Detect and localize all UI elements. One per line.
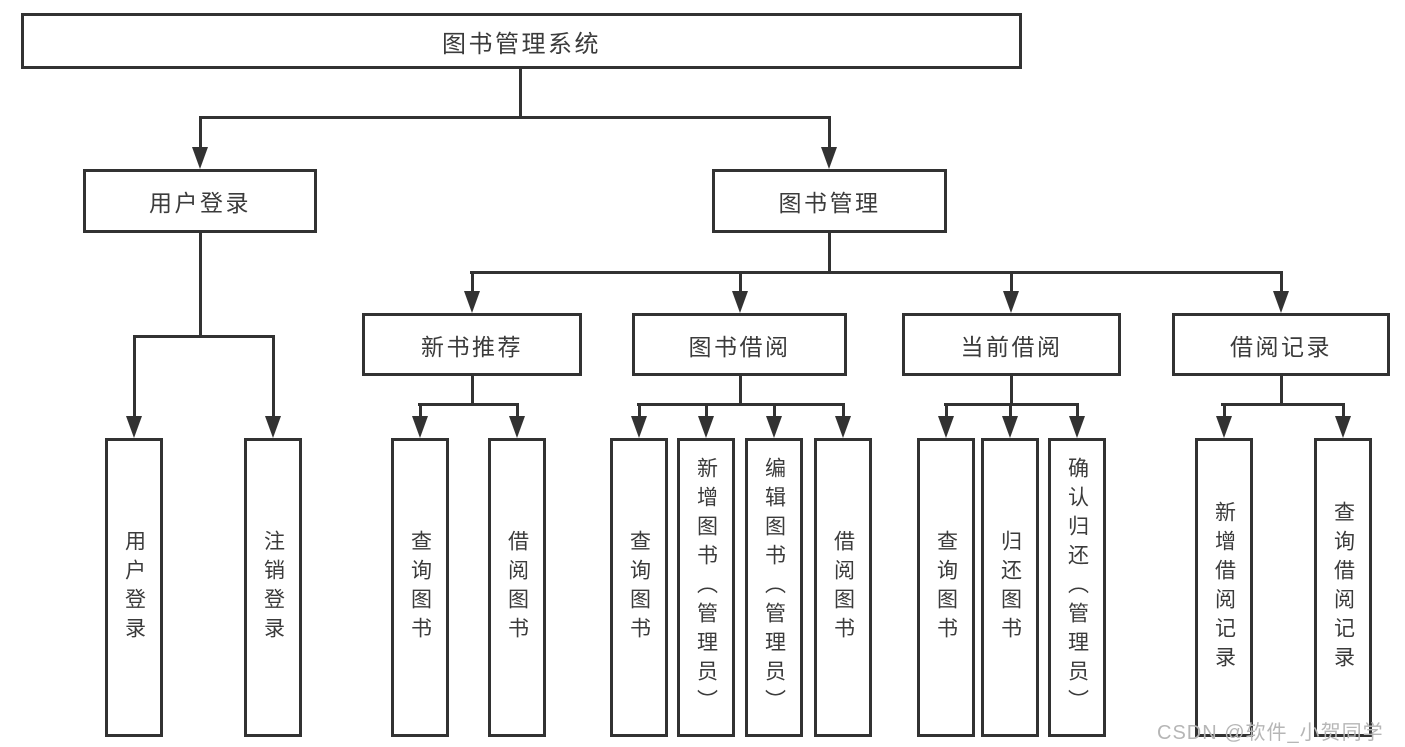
connector-line [944,403,948,416]
connector-line [738,271,742,291]
arrowhead [192,147,208,169]
leaf-borrow-books-borrowing: 借阅图书 [814,438,872,737]
node-current-borrowing-label: 当前借阅 [960,333,1063,360]
node-user-login-label: 用户登录 [149,190,251,216]
leaf-add-borrow-record: 新增借阅记录 [1195,438,1253,737]
connector-line [1341,403,1345,416]
node-new-book-recommend: 新书推荐 [362,313,582,376]
connector-line [133,335,275,338]
arrowhead [1068,416,1085,438]
connector-line [841,403,845,416]
leaf-borrow-books-recommend: 借阅图书 [488,438,546,737]
connector-line [1279,271,1283,291]
connector-line [199,116,831,119]
leaf-logout-login: 注销登录 [244,438,302,737]
connector-line [519,69,522,116]
connector-line [199,233,202,335]
node-book-borrowing-label: 图书借阅 [688,333,791,360]
arrowhead [125,416,142,438]
connector-line [738,376,742,403]
connector-line [1075,403,1079,416]
leaf-query-books-current: 查询图书 [917,438,975,737]
leaf-borrow-books-recommend-label: 借阅图书 [505,529,529,646]
leaf-query-books-borrowing-label: 查询图书 [627,529,651,646]
arrowhead [1002,291,1019,313]
leaf-logout-login-label: 注销登录 [261,529,285,646]
arrowhead [411,416,428,438]
leaf-edit-books-admin-label: 编辑图书（管理员） [762,457,786,718]
arrowhead [765,416,782,438]
node-new-book-recommend-label: 新书推荐 [421,333,523,360]
arrowhead [697,416,714,438]
node-current-borrowing: 当前借阅 [902,313,1121,376]
leaf-borrow-books-borrowing-label: 借阅图书 [831,529,855,646]
leaf-query-borrow-record: 查询借阅记录 [1314,438,1372,737]
node-book-borrowing: 图书借阅 [632,313,847,376]
connector-line [1279,376,1283,403]
connector-line [418,403,422,416]
watermark: CSDN @软件_小贺同学 [1157,722,1384,744]
leaf-query-books-borrowing: 查询图书 [610,438,668,737]
leaf-confirm-return-admin-label: 确认归还（管理员） [1065,457,1089,718]
connector-line [637,403,641,416]
leaf-add-books-admin-label: 新增图书（管理员） [694,457,718,718]
arrowhead [821,147,837,169]
node-borrowing-records-label: 借阅记录 [1230,333,1332,360]
arrowhead [463,291,480,313]
leaf-return-books-label: 归还图书 [998,529,1022,646]
leaf-user-login: 用户登录 [105,438,163,737]
arrowhead [1272,291,1289,313]
connector-line [828,233,831,271]
arrowhead [731,291,748,313]
connector-line [637,403,845,406]
connector-line [1009,376,1013,403]
connector-line [1009,271,1013,291]
connector-line [828,116,831,147]
connector-line [470,271,474,291]
connector-line [199,116,202,147]
connector-line [515,403,519,416]
connector-line [470,376,474,403]
arrowhead [630,416,647,438]
leaf-add-borrow-record-label: 新增借阅记录 [1212,500,1236,675]
arrowhead [834,416,851,438]
leaf-confirm-return-admin: 确认归还（管理员） [1048,438,1106,737]
connector-line [772,403,776,416]
connector-line [470,271,1283,274]
leaf-add-books-admin: 新增图书（管理员） [677,438,735,737]
arrowhead [508,416,525,438]
node-root: 图书管理系统 [21,13,1022,69]
node-user-login: 用户登录 [83,169,317,233]
node-book-management: 图书管理 [712,169,947,233]
arrowhead [1215,416,1232,438]
leaf-user-login-label: 用户登录 [122,529,146,646]
arrowhead [264,416,281,438]
connector-line [1008,403,1012,416]
arrowhead [937,416,954,438]
leaf-query-books-current-label: 查询图书 [934,529,958,646]
leaf-query-borrow-record-label: 查询借阅记录 [1331,500,1355,675]
connector-line [271,335,275,416]
arrowhead [1334,416,1351,438]
node-book-management-label: 图书管理 [778,190,881,216]
connector-line [944,403,1079,406]
node-root-label: 图书管理系统 [442,30,601,58]
connector-line [418,403,519,406]
connector-line [132,335,136,416]
arrowhead [1001,416,1018,438]
connector-line [704,403,708,416]
leaf-edit-books-admin: 编辑图书（管理员） [745,438,803,737]
connector-line [1221,403,1345,406]
leaf-return-books: 归还图书 [981,438,1039,737]
node-borrowing-records: 借阅记录 [1172,313,1390,376]
connector-line [1222,403,1226,416]
leaf-query-books-recommend: 查询图书 [391,438,449,737]
leaf-query-books-recommend-label: 查询图书 [408,529,432,646]
